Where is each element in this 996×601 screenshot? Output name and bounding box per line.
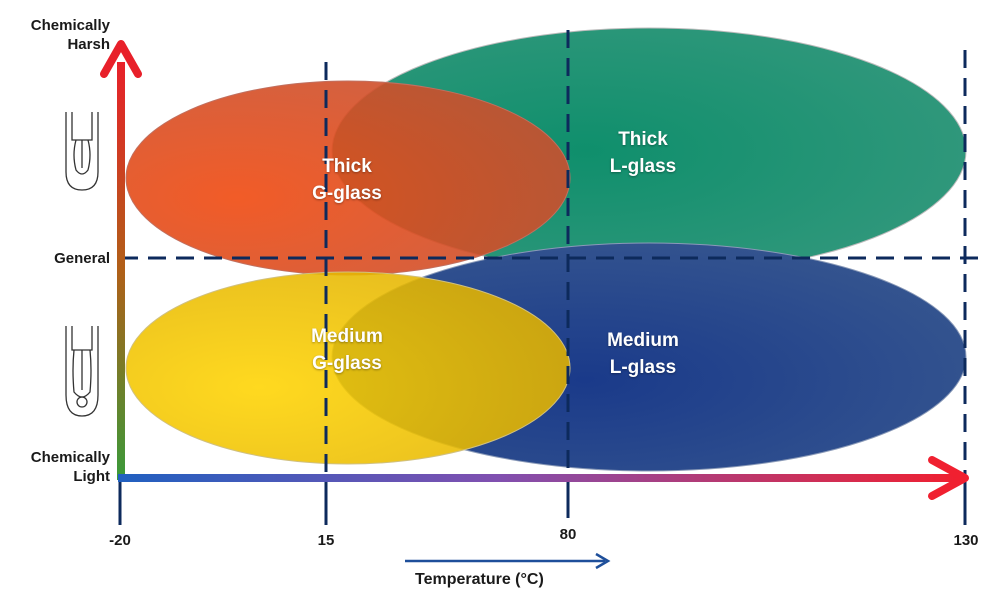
region-label-medium-g-glass: Medium G-glass xyxy=(267,323,427,377)
x-axis-title: Temperature (°C) xyxy=(415,571,544,588)
region-label-line2: G-glass xyxy=(312,353,382,374)
region-label-line1: Medium xyxy=(311,326,383,347)
region-medium-g-glass xyxy=(125,271,571,465)
region-label-thick-g-glass: Thick G-glass xyxy=(267,153,427,207)
x-axis-arrow xyxy=(118,456,969,500)
x-tick-label: 15 xyxy=(317,532,335,549)
region-label-line2: L-glass xyxy=(609,357,677,378)
region-label-line1: Thick xyxy=(322,156,372,177)
x-tick-label: 130 xyxy=(953,532,979,549)
y-label-light-line1: Chemically xyxy=(30,449,110,466)
sensor-tip-thick-icon xyxy=(65,112,99,191)
temperature-arrow xyxy=(405,552,611,570)
region-label-medium-l-glass: Medium L-glass xyxy=(563,327,723,381)
y-label-harsh: Chemically Harsh xyxy=(0,16,110,54)
region-label-line1: Thick xyxy=(618,129,668,150)
region-label-line2: G-glass xyxy=(312,183,382,204)
y-label-harsh-line1: Chemically xyxy=(30,17,110,34)
y-label-harsh-line2: Harsh xyxy=(67,36,110,53)
x-tick-label: -20 xyxy=(109,532,131,549)
y-label-general: General xyxy=(54,250,110,267)
region-label-line2: L-glass xyxy=(609,156,677,177)
y-label-light-line2: Light xyxy=(73,468,110,485)
y-axis-arrow xyxy=(100,40,142,480)
region-label-line1: Medium xyxy=(607,330,679,351)
y-label-light: Chemically Light xyxy=(0,448,110,486)
x-tick-label: 80 xyxy=(559,526,577,543)
sensor-tip-medium-icon xyxy=(65,326,99,417)
region-label-thick-l-glass: Thick L-glass xyxy=(563,126,723,180)
